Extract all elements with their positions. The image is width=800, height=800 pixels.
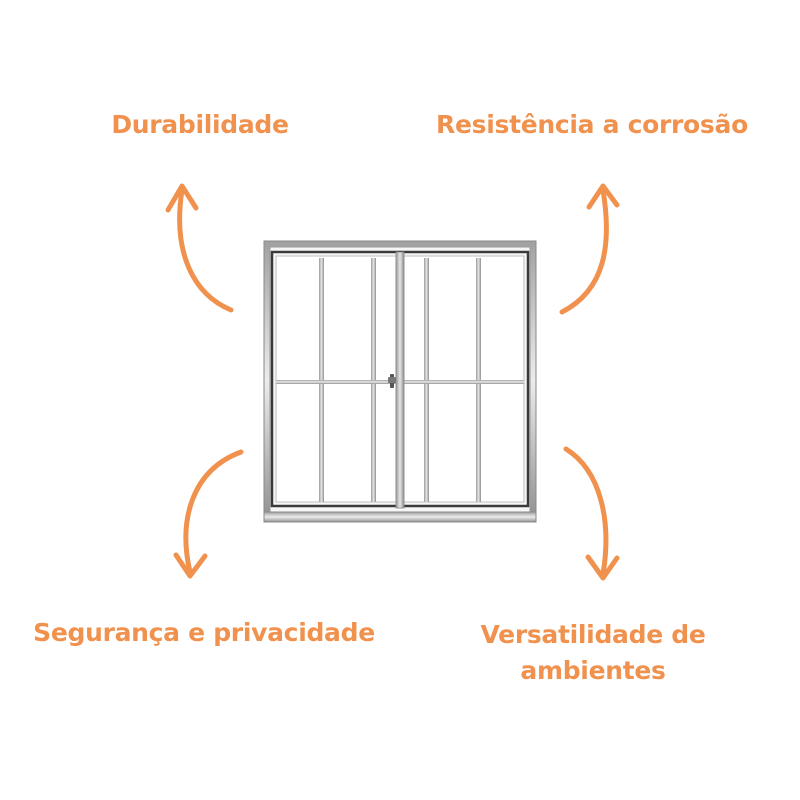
arrow-up-right-icon	[559, 183, 620, 315]
feature-resistencia-corrosao: Resistência a corrosão	[436, 110, 748, 139]
feature-versatilidade-line2: ambientes	[520, 656, 666, 685]
feature-durabilidade: Durabilidade	[111, 110, 289, 139]
feature-versatilidade-line1: Versatilidade de	[480, 620, 706, 649]
arrow-up-left-icon	[165, 183, 234, 313]
feature-seguranca-privacidade: Segurança e privacidade	[33, 618, 375, 647]
arrow-down-left-icon	[173, 449, 244, 579]
sliding-window-icon	[263, 240, 537, 523]
feature-versatilidade-ambientes: Versatilidade de ambientes	[480, 617, 705, 689]
arrow-down-right-icon	[563, 446, 620, 581]
